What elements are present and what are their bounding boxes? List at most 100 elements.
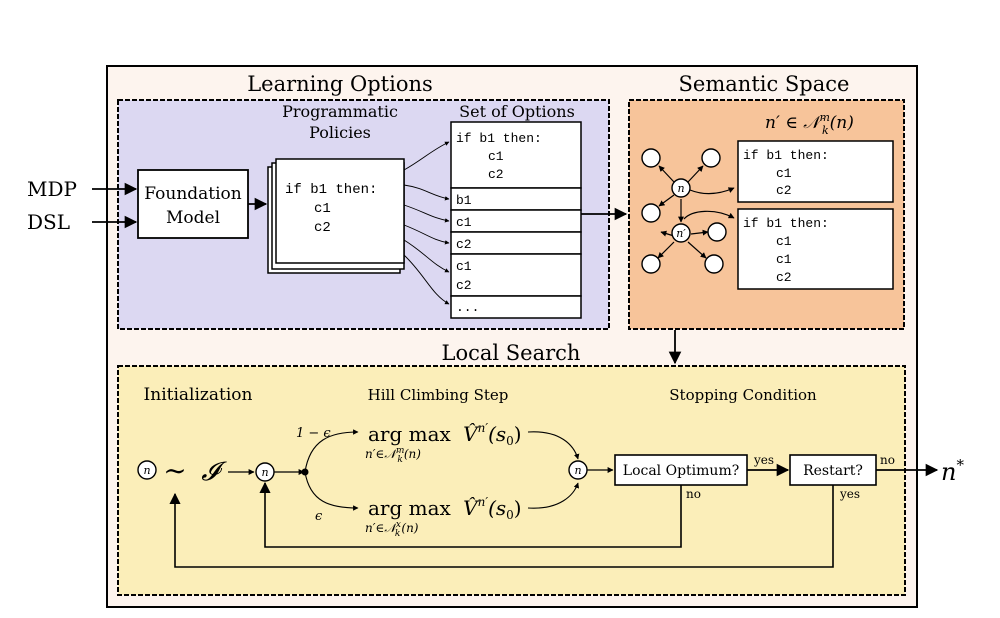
yes-label-1: yes: [753, 453, 774, 467]
argmax-bottom-v-sup: n′: [478, 495, 489, 509]
options-main-box: [450, 121, 582, 189]
neighborhood-tail: (n): [830, 113, 854, 133]
edge-n-code1: [689, 187, 735, 195]
local-search-title: Local Search: [442, 341, 581, 365]
node-n-label: n: [677, 182, 684, 195]
policy-code-line2: c1: [314, 201, 331, 217]
node-bottom-right: [704, 254, 724, 274]
argmax-top-v-sup: n′: [478, 421, 489, 435]
foundation-model-line1: Foundation: [144, 184, 242, 204]
edge-np-br: [687, 241, 707, 259]
argmax-top-op: arg max: [368, 422, 452, 446]
semantic-nodes: [641, 148, 727, 274]
node-n-prime: [671, 223, 691, 243]
local-search-panel: [117, 365, 906, 596]
fan-arrow-4: [403, 224, 450, 245]
branch-top: [304, 429, 359, 473]
node-right: [707, 222, 727, 242]
prob-bottom: ϵ: [315, 509, 323, 524]
edge-np-right: [690, 229, 709, 236]
restart-label: Restart?: [803, 463, 863, 479]
node-top-right: [701, 148, 721, 168]
sub-bot-sub: k: [395, 529, 400, 539]
argmax-bottom-close: ): [514, 496, 522, 520]
init-node-label: n: [143, 464, 150, 477]
fan-arrow-6: [403, 254, 450, 305]
result-sup: *: [956, 456, 964, 474]
node-n: [671, 178, 691, 198]
node-top-left: [641, 148, 661, 168]
semantic-space-title: Semantic Space: [679, 72, 850, 96]
sem-code2-line4: c2: [776, 270, 792, 285]
foundation-model-line2: Model: [166, 208, 220, 228]
option-c1c2-line1: c1: [456, 259, 472, 274]
sub-top-sup: m: [396, 446, 405, 456]
option-c2: c2: [456, 237, 472, 252]
node-n-prime-label: n′: [676, 227, 686, 240]
sem-code1-line1: if b1 then:: [743, 148, 829, 163]
sem-code2-line1: if b1 then:: [743, 216, 829, 231]
branch-bottom: [304, 471, 359, 511]
argmax-bottom-arg: (s: [488, 496, 506, 520]
options-code-line3: c2: [488, 167, 504, 182]
edge-n-bl: [658, 194, 675, 207]
no-label-2: no: [880, 453, 895, 467]
semantic-code-box-1: [737, 140, 894, 203]
local-optimum-box: [614, 454, 748, 486]
learning-options-title: Learning Options: [247, 72, 433, 96]
initialization-label: Initialization: [144, 385, 253, 405]
semantic-code-box-2: [737, 208, 894, 290]
edge-n-tr: [687, 165, 704, 183]
policy-code-line3: c2: [314, 220, 331, 236]
semantic-graph: [657, 165, 735, 259]
policies-title-2: Policies: [309, 123, 371, 142]
stopping-condition-label: Stopping Condition: [669, 386, 817, 404]
options-code-line1: if b1 then:: [456, 131, 542, 146]
mdp-label: MDP: [27, 177, 77, 201]
policy-stack-1: [275, 158, 405, 264]
hill-climbing-label: Hill Climbing Step: [368, 386, 509, 404]
argmax-bottom-arg-sub: 0: [506, 508, 514, 522]
option-more-box: [450, 295, 582, 319]
argmax-top-v: V̂: [463, 422, 480, 446]
edge-n-tl: [658, 165, 675, 183]
argmax-top-arg: (s: [488, 422, 506, 446]
next-node-label: n: [574, 464, 581, 477]
argmax-bottom-v: V̂: [463, 496, 480, 520]
argmax-bottom-op: arg max: [368, 496, 452, 520]
set-of-options-title: Set of Options: [459, 102, 575, 121]
node-mid-left: [641, 203, 661, 223]
current-node-label: n: [261, 466, 268, 479]
policy-code-line1: if b1 then:: [285, 182, 377, 198]
sem-code1-line3: c2: [776, 183, 792, 198]
policy-code: if b1 then: c1 c2: [285, 182, 377, 236]
neighborhood-formula-main: n′ ∈ 𝒩: [765, 113, 825, 133]
fan-arrow-3: [403, 204, 450, 223]
sub-top-prefix: n′∈𝒩: [365, 447, 399, 461]
prob-top: 1 − ϵ: [296, 426, 331, 441]
neighborhood-sup: m: [820, 111, 830, 124]
init-node: [137, 460, 157, 480]
sim-symbol: ∼: [163, 454, 186, 487]
policies-title-1: Programmatic: [282, 102, 398, 121]
semantic-code-1: if b1 then: c1 c2: [743, 148, 829, 198]
edge-np-bl: [657, 241, 675, 259]
option-c1: c1: [456, 215, 472, 230]
edge-np-code2: [683, 210, 735, 220]
fan-arrow-5: [403, 239, 450, 273]
restart-loop: [169, 485, 834, 568]
node-bottom-left: [641, 254, 661, 274]
argmax-top: arg max V̂n′(s0): [368, 421, 522, 448]
dsl-label: DSL: [27, 210, 70, 234]
argmax-bottom: arg max V̂n′(s0): [368, 495, 522, 522]
sem-code2-line2: c1: [776, 234, 792, 249]
semantic-code-2: if b1 then: c1 c1 c2: [743, 216, 829, 285]
options-main-code: if b1 then: c1 c2: [456, 131, 542, 182]
no-loop: [259, 481, 682, 548]
option-more: ...: [456, 300, 479, 315]
fan-arrow-1: [403, 141, 450, 171]
yes-label-2: yes: [839, 487, 860, 501]
